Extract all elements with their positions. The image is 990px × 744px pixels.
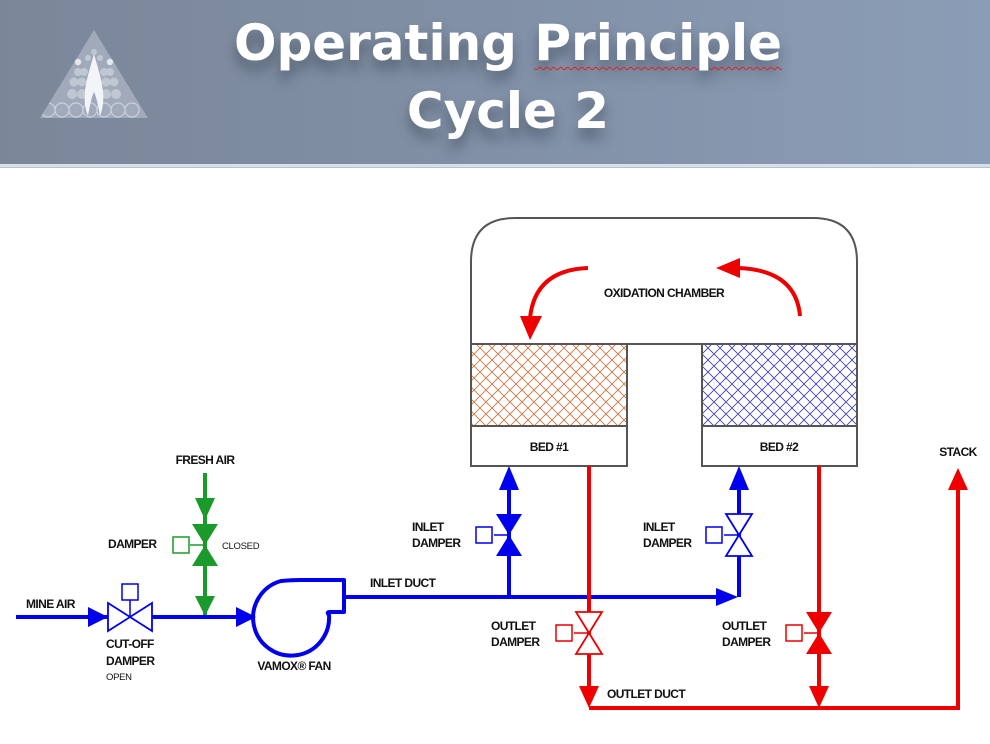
outlet-damper-bed1-open-icon[interactable] [555,611,604,655]
stack-label: STACK [939,445,977,459]
outlet-damper2-label-line1: OUTLET [722,619,768,633]
bed1-label: BED #1 [530,440,569,454]
slide-title-line1: Operating Principle [0,14,990,72]
slide-title-line2: Cycle 2 [406,82,610,140]
bed2-box [701,425,858,467]
outlet-damper2-label-line2: DAMPER [722,635,771,649]
cutoff-label-line2: DAMPER [106,654,155,668]
cutoff-label-line1: CUT-OFF [106,637,154,651]
chamber-flow-arrow-right [716,258,802,317]
outlet-duct-line [589,468,968,710]
chamber-flow-arrow-left [520,266,589,340]
slide-header [0,0,990,164]
vamox-fan-icon[interactable] [251,578,346,658]
outlet-damper1-label-line1: OUTLET [491,619,537,633]
damper-state-label: CLOSED [222,541,260,552]
title-word-operating: Operating [233,14,517,72]
outlet-duct-label: OUTLET DUCT [607,687,686,701]
cutoff-state-label: OPEN [106,672,132,683]
outlet-damper1-label-line2: DAMPER [491,635,540,649]
fresh-air-label: FRESH AIR [176,453,236,467]
header-divider [0,164,990,168]
outlet-line-bed2 [809,466,829,708]
inlet-damper1-label-line2: DAMPER [412,536,461,550]
damper-label: DAMPER [108,537,157,551]
bed2-label: BED #2 [760,440,799,454]
bed1-box [470,425,628,467]
flame-pyramid-logo-icon [40,30,148,118]
mine-air-label: MINE AIR [26,597,76,611]
inlet-damper2-label-line2: DAMPER [643,536,692,550]
chamber-label: OXIDATION CHAMBER [604,286,725,300]
inlet-duct-line [344,588,738,606]
cutoff-damper-open-icon[interactable] [107,583,153,633]
inlet-damper-bed1-closed-icon[interactable] [475,514,522,556]
fan-label: VAMOX® FAN [257,659,330,673]
oxidation-chamber [470,217,858,345]
inlet-damper2-label-line1: INLET [643,520,676,534]
inlet-duct-label: INLET DUCT [370,576,437,590]
mine-air-line [16,607,256,627]
bed1-media [470,343,628,427]
outlet-damper-bed2-closed-icon[interactable] [785,612,832,654]
inlet-damper-bed2-open-icon[interactable] [705,513,754,557]
inlet-damper1-label-line1: INLET [412,520,445,534]
outlet-line-bed1 [579,466,599,708]
fresh-air-damper-closed-icon[interactable] [172,524,218,566]
title-word-principle: Principle [534,14,783,72]
bed2-media [701,343,858,427]
